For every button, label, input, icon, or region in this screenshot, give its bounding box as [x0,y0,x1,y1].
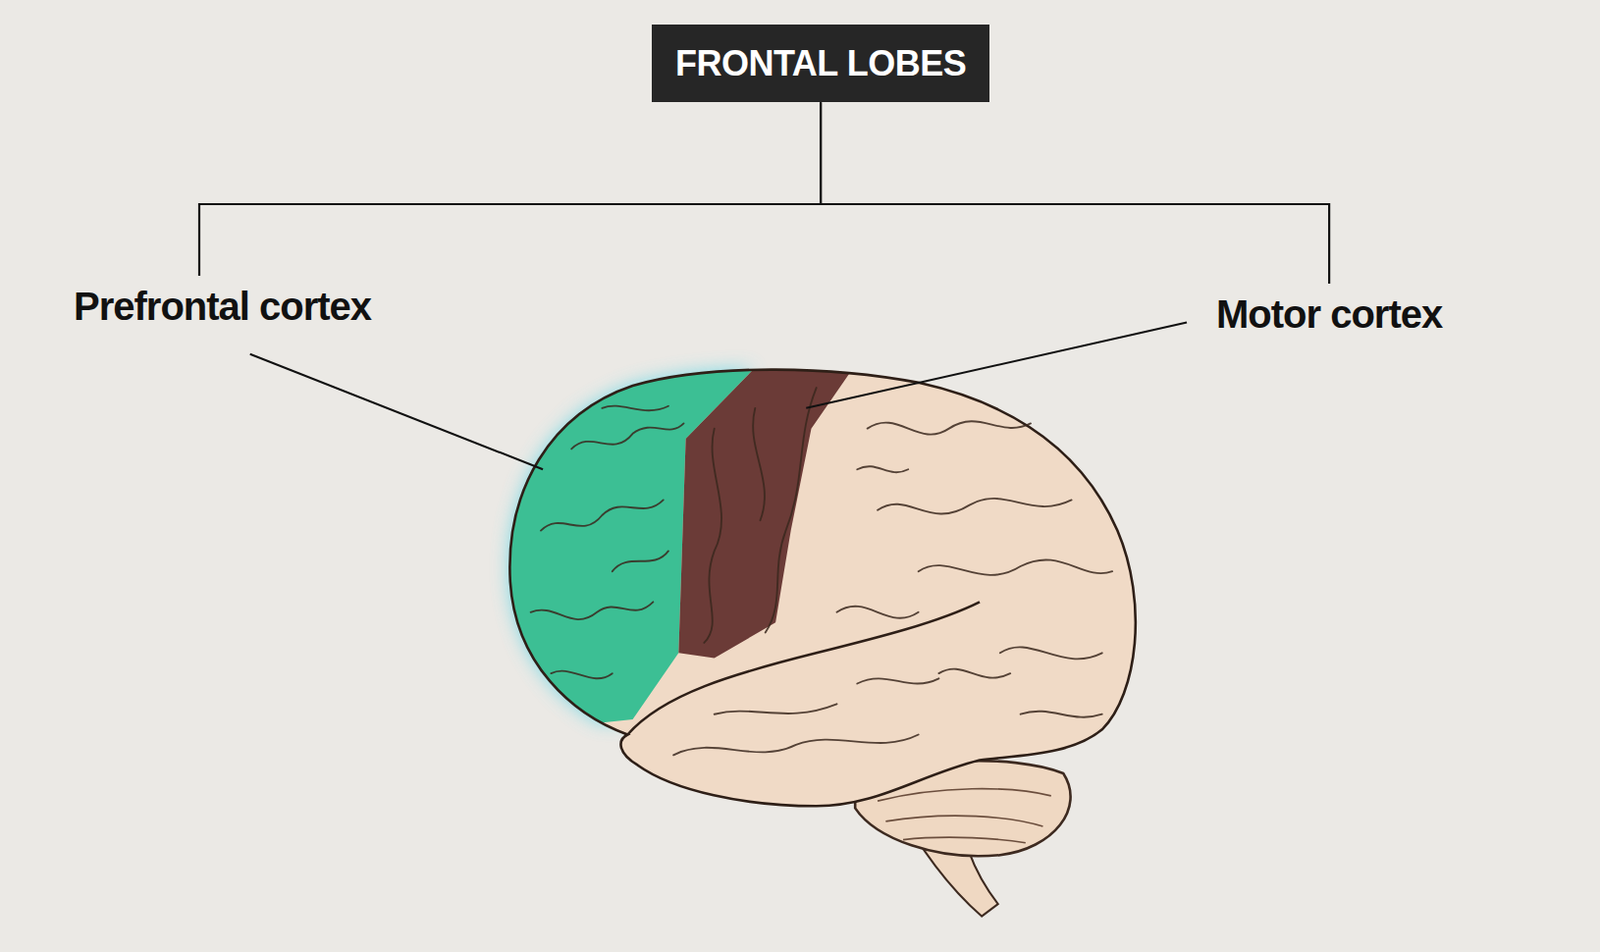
leader-lines [250,322,1187,471]
lateral-fissure [627,601,980,735]
node-text: Motor cortex [1216,290,1442,338]
region-label: Motor cortex [1214,288,1444,340]
node-text: FRONTAL LOBES [675,42,966,85]
leader-line [805,322,1187,409]
cerebrum-outline [509,370,1135,807]
leader-line [250,354,543,470]
tree-connector [820,102,1330,284]
node-text: Prefrontal cortex [73,282,372,330]
tree-connector [199,102,821,276]
gyri [531,387,1114,755]
region-label: Prefrontal cortex [71,280,374,332]
cerebellum-folds [877,789,1052,844]
heading-box: FRONTAL LOBES [651,24,990,103]
